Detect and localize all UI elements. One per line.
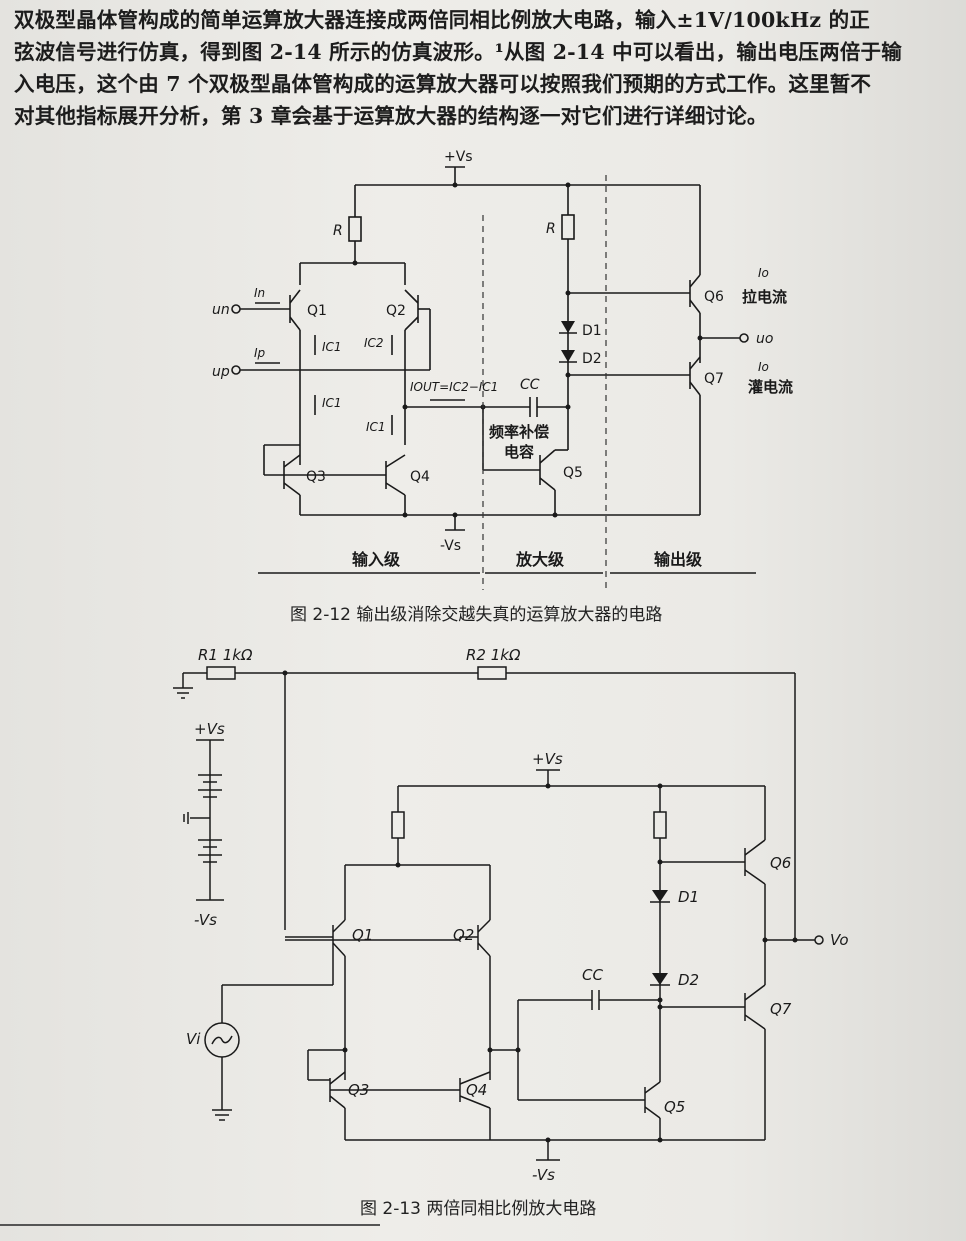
figure-2-13-circuit: R1 1kΩ R2 1kΩ +Vs -Vs +Vs -Vs Vi Vo CC Q… (173, 646, 849, 1184)
paragraph-line: 对其他指标展开分析，第 3 章会基于运算放大器的结构逐一对它们进行详细讨论。 (14, 104, 768, 128)
fig12-io-bottom: Io (758, 360, 769, 374)
fig12-ic1-label-b: IC1 (322, 396, 342, 410)
fig12-stage-input: 输入级 (352, 550, 401, 569)
fig13-d2: D2 (678, 971, 699, 989)
fig13-vo-label: Vo (830, 931, 849, 949)
fig13-r2-label: R2 1kΩ (466, 646, 521, 664)
figure-2-12-caption: 图 2-12 输出级消除交越失真的运算放大器的电路 (290, 605, 663, 625)
fig13-vs-pos-left: +Vs (194, 720, 225, 738)
fig12-source-current: 拉电流 (742, 288, 787, 306)
fig13-vs-neg: -Vs (532, 1166, 555, 1184)
fig13-q3: Q3 (348, 1081, 369, 1099)
fig12-uo: uo (756, 331, 773, 347)
fig12-stage-amp: 放大级 (515, 550, 565, 569)
fig12-r-right: R (546, 221, 556, 237)
fig12-d2: D2 (582, 351, 602, 367)
fig13-q1: Q1 (352, 926, 373, 944)
fig13-q5: Q5 (664, 1098, 685, 1116)
fig12-sink-current: 灌电流 (748, 378, 793, 396)
fig12-q2: Q2 (386, 303, 406, 319)
fig13-vs-neg-left: -Vs (194, 911, 217, 929)
fig13-vi-label: Vi (186, 1030, 201, 1048)
fig13-q6: Q6 (770, 854, 791, 872)
fig12-cap-note-2: 电容 (504, 443, 534, 461)
fig13-cc-label: CC (582, 966, 603, 984)
paragraph-line: 双极型晶体管构成的简单运算放大器连接成两倍同相比例放大电路，输入±1V/100k… (14, 8, 870, 32)
fig13-q4: Q4 (466, 1081, 487, 1099)
fig12-up: up (212, 364, 230, 380)
fig12-ic1-label-c: IC1 (366, 420, 386, 434)
footnote-rule (0, 1224, 380, 1226)
fig13-r1-label: R1 1kΩ (198, 646, 253, 664)
paragraph-line: 弦波信号进行仿真，得到图 2-14 所示的仿真波形。¹从图 2-14 中可以看出… (14, 40, 902, 64)
fig12-cc-label: CC (520, 377, 540, 393)
fig12-q3: Q3 (306, 469, 326, 485)
fig12-in-current: In (254, 286, 265, 300)
figure-2-13-caption: 图 2-13 两倍同相比例放大电路 (360, 1199, 597, 1219)
fig12-stage-output: 输出级 (654, 550, 703, 569)
fig12-q6: Q6 (704, 289, 724, 305)
paragraph-line: 入电压，这个由 7 个双极型晶体管构成的运算放大器可以按照我们预期的方式工作。这… (14, 72, 872, 96)
fig12-ip-current: Ip (254, 346, 266, 360)
body-paragraph: 双极型晶体管构成的简单运算放大器连接成两倍同相比例放大电路，输入±1V/100k… (14, 4, 964, 132)
fig13-vs-pos: +Vs (532, 750, 563, 768)
fig12-ic1-label: IC1 (322, 340, 342, 354)
fig12-ic2-label: IC2 (364, 336, 384, 350)
fig12-q7: Q7 (704, 371, 724, 387)
fig12-r-left: R (333, 223, 343, 239)
fig13-d1: D1 (678, 888, 699, 906)
fig12-q1: Q1 (307, 303, 327, 319)
fig12-io-top: Io (758, 266, 769, 280)
fig13-q2: Q2 (453, 926, 474, 944)
fig12-iout-label: IOUT=IC2−IC1 (410, 380, 498, 394)
fig12-un: un (212, 302, 230, 318)
fig12-q4: Q4 (410, 469, 430, 485)
fig12-d1: D1 (582, 323, 602, 339)
fig12-vs-pos: +Vs (444, 149, 473, 165)
figure-2-12-circuit: +Vs -Vs R R Q1 Q2 Q3 Q4 Q5 Q6 Q7 D1 D2 u… (212, 149, 793, 590)
fig12-vs-neg: -Vs (440, 538, 461, 554)
fig13-q7: Q7 (770, 1000, 792, 1018)
fig12-q5: Q5 (563, 465, 583, 481)
fig12-cap-note-1: 频率补偿 (489, 423, 549, 441)
